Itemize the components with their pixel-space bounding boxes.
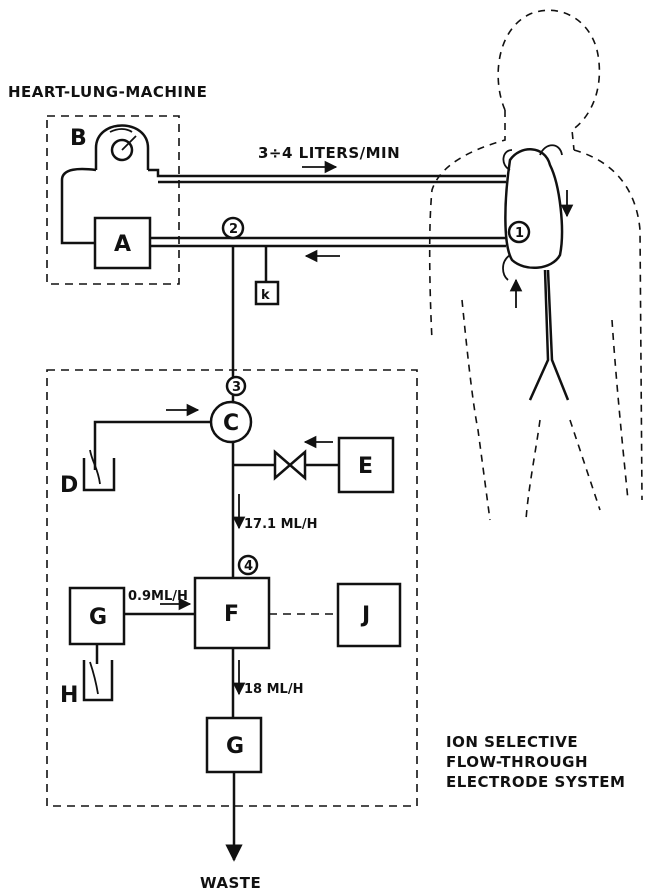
box-k: [254, 280, 280, 306]
label-c: C: [223, 411, 239, 436]
point-2-label: 2: [229, 222, 238, 237]
waste-label: WASTE: [200, 874, 261, 892]
label-b: B: [70, 126, 87, 151]
leg-outline: [525, 419, 601, 521]
reservoir-h: [82, 660, 114, 702]
side-vessel: [502, 254, 511, 281]
patient-silhouette: [428, 9, 643, 521]
pump-housing: [94, 124, 150, 170]
point-1-marker: [507, 220, 531, 244]
heart-outline: [504, 148, 564, 269]
main-flow-label: 3÷4 LITERS/MIN: [258, 144, 400, 162]
point-3-label: 3: [232, 380, 241, 395]
left-arm-inner: [461, 299, 491, 521]
point-1-label: 1: [515, 226, 524, 241]
label-j: J: [360, 603, 370, 628]
label-e: E: [358, 454, 373, 479]
point-4-marker: [237, 554, 259, 576]
heart-lung-machine-title: HEART-LUNG-MACHINE: [8, 83, 207, 101]
pump-rotor-arm: [121, 135, 137, 151]
torso-right-outline: [573, 149, 643, 501]
reservoir-d-line: [93, 420, 211, 470]
sample-flow-label: 17.1 ML/H: [244, 517, 317, 532]
arterial-line-outer: [148, 168, 506, 178]
tubing-a-to-b: [60, 167, 97, 245]
heart-group: [502, 144, 574, 401]
pump-b: B: [70, 124, 150, 170]
point-4-label: 4: [244, 559, 253, 574]
system-title-line3: ELECTRODE SYSTEM: [446, 773, 625, 791]
reservoir-h-tube: [89, 661, 99, 695]
reservoir-d: [82, 458, 116, 492]
system-title-line1: ION SELECTIVE: [446, 733, 578, 751]
point-2-marker: [221, 216, 245, 240]
label-g-outlet: G: [226, 734, 244, 759]
valve-symbol: [273, 449, 307, 481]
label-a: A: [114, 232, 131, 257]
box-j: [336, 582, 402, 648]
box-e: [337, 436, 395, 494]
aorta-vessel: [502, 144, 563, 171]
inferior-vena-cava: [528, 269, 570, 401]
head-outline: [497, 9, 601, 151]
femoral-branch-left: [529, 359, 549, 401]
electrode-system-enclosure: [46, 369, 418, 807]
heart-lung-machine-enclosure: [46, 115, 180, 285]
label-k: k: [261, 288, 270, 303]
label-d: D: [60, 473, 78, 498]
label-f: F: [224, 602, 239, 627]
point-3-marker: [225, 375, 247, 397]
torso-left-outline: [428, 110, 506, 341]
box-g-outlet: [205, 716, 263, 774]
pump-arc: [109, 128, 133, 133]
label-g-reagent: G: [89, 605, 107, 630]
system-title-line2: FLOW-THROUGH: [446, 753, 588, 771]
reservoir-d-tube: [89, 449, 101, 485]
right-arm-inner: [611, 319, 629, 501]
reagent-flow-label: 0.9ML/H: [128, 589, 188, 604]
outlet-flow-label: 18 ML/H: [244, 682, 303, 697]
label-h: H: [60, 683, 78, 708]
